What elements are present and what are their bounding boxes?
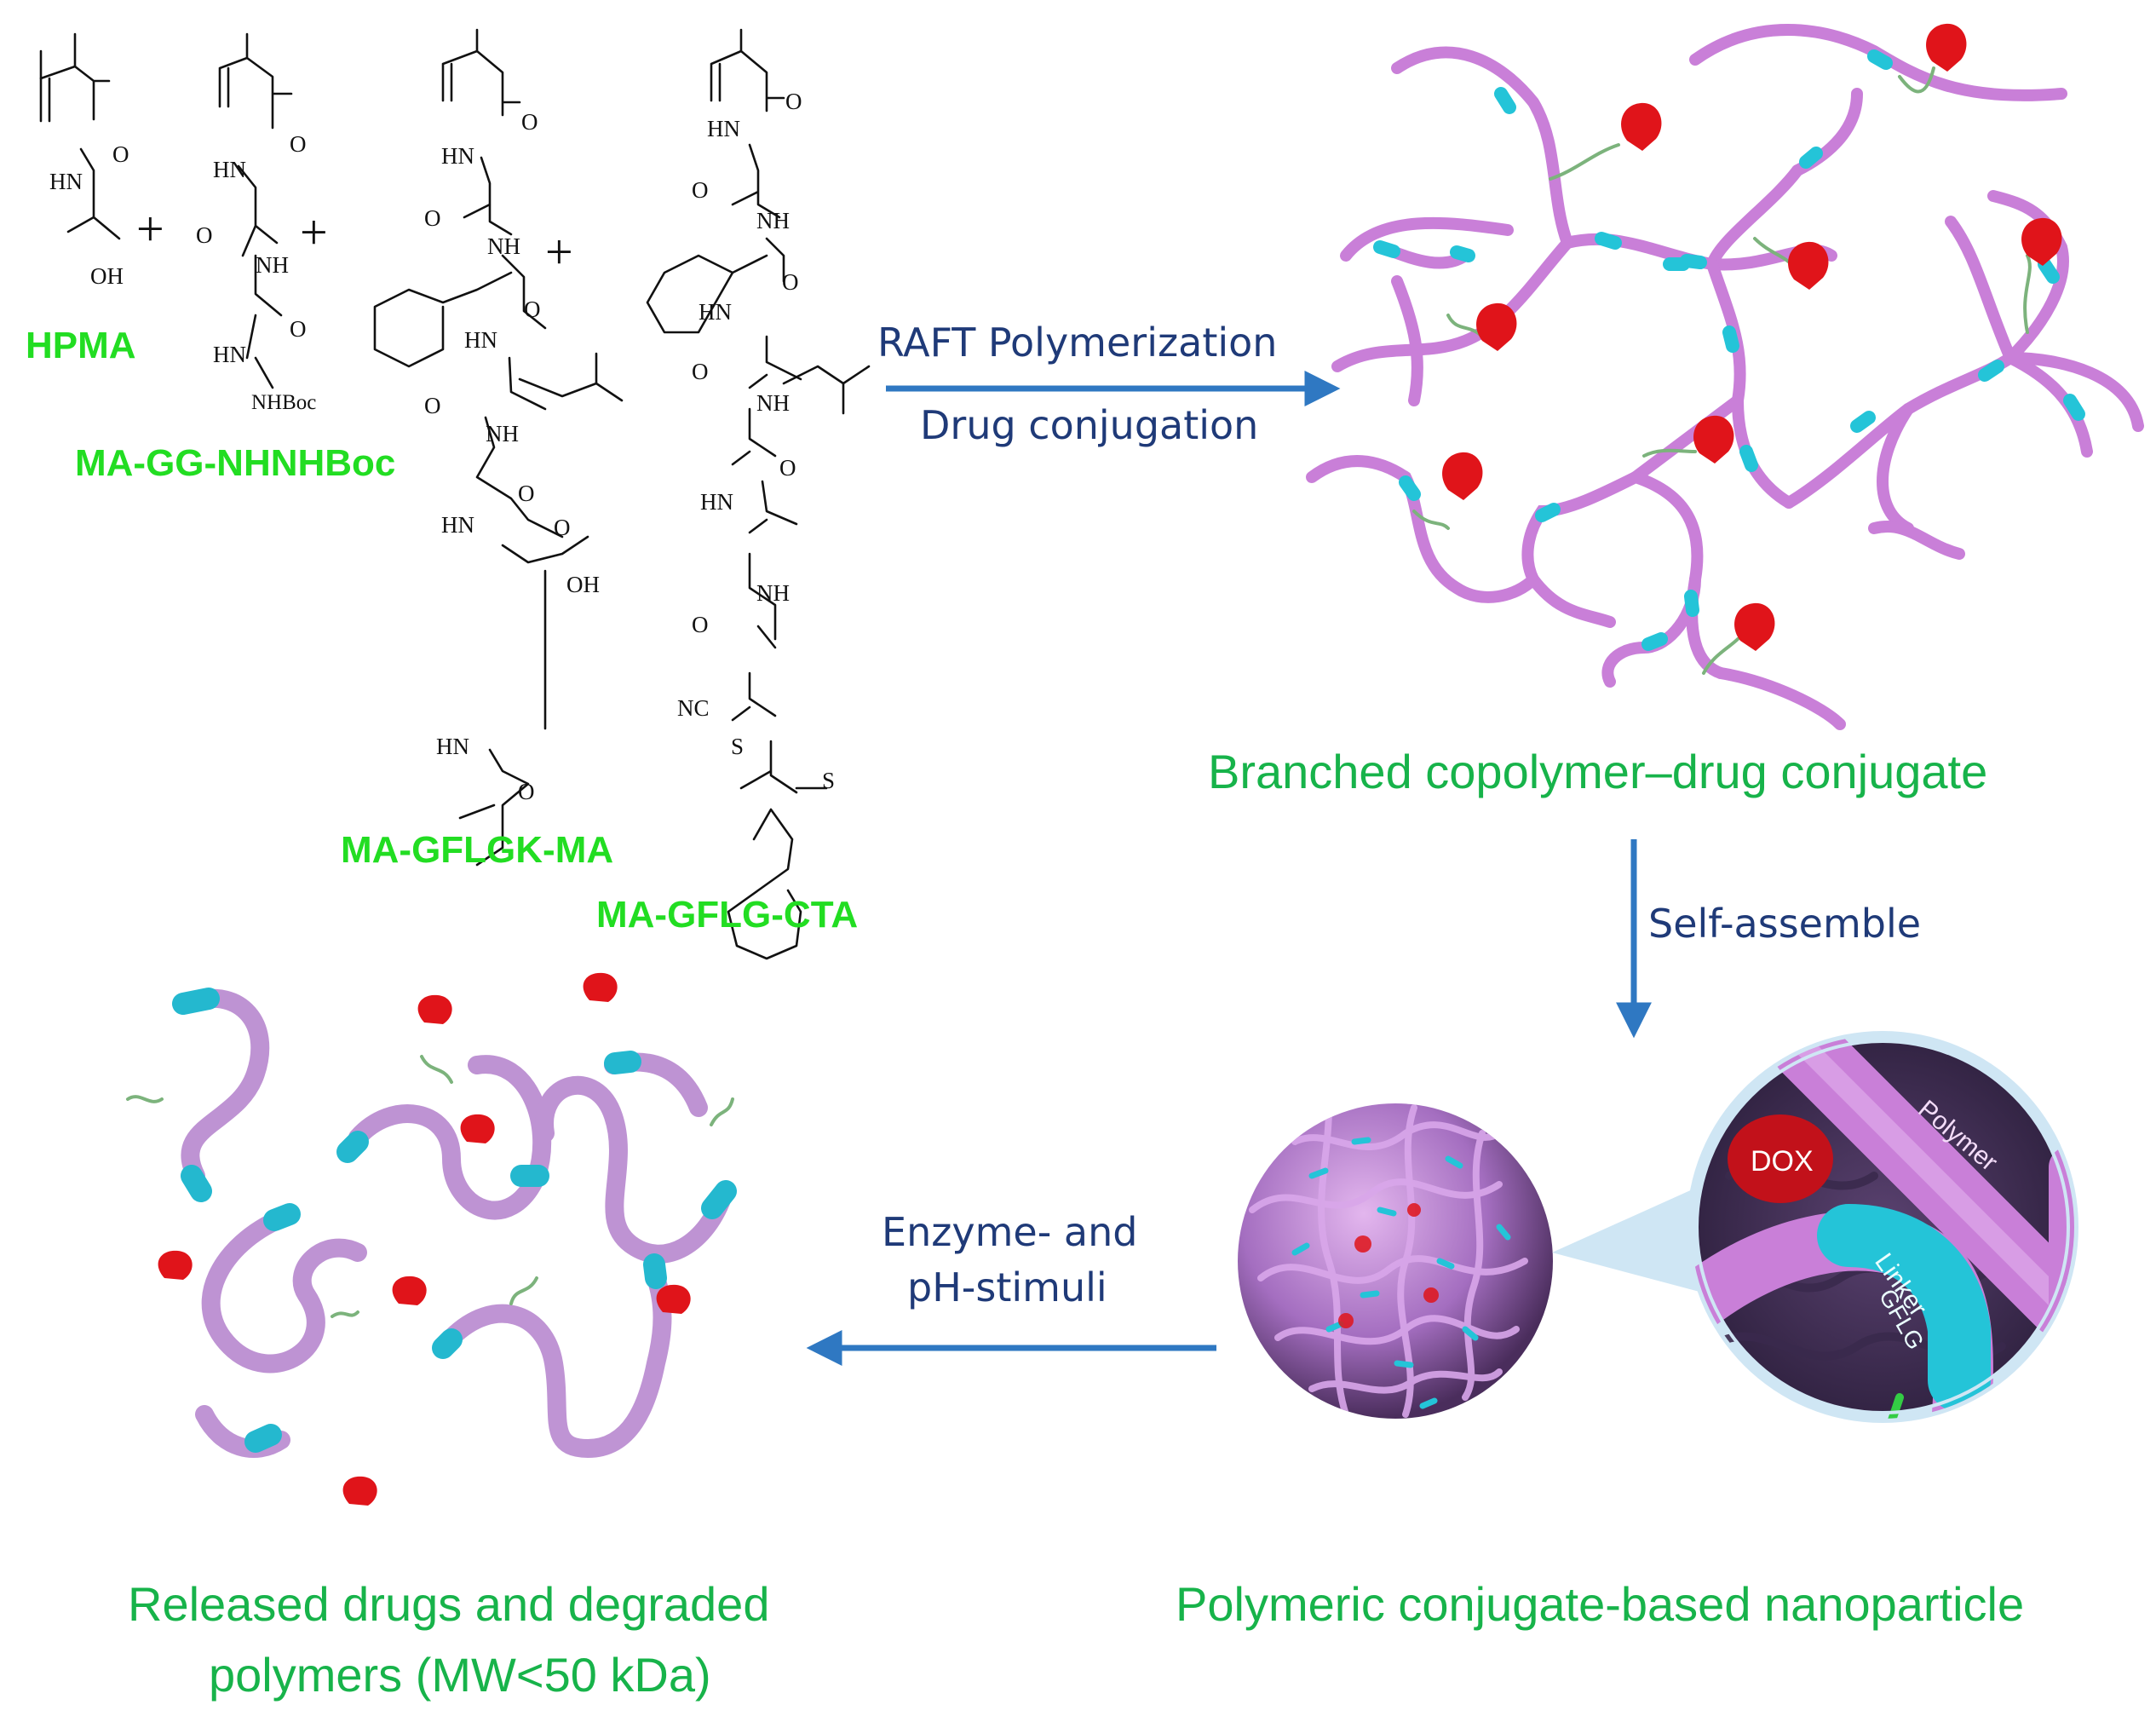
hpma-atom-o: O — [112, 141, 129, 167]
cta-atom-s2: S — [822, 768, 835, 793]
cta-atom-o6: O — [692, 612, 709, 637]
hpma-atom-hn: HN — [49, 169, 83, 194]
magg-atom-o2: O — [196, 222, 213, 248]
plus-sign-3: + — [545, 224, 573, 279]
cta-atom-o1: O — [785, 89, 802, 114]
nanoparticle-label: Polymeric conjugate-based nanoparticle — [1176, 1577, 2024, 1631]
plus-sign-1: + — [136, 201, 164, 256]
ma-gflg-cta-structure: O HN O NH O HN O NH O HN NH O NC S S — [646, 28, 871, 960]
gflgk-atom-nh2: NH — [486, 421, 519, 446]
cta-atom-nc: NC — [677, 695, 710, 721]
gflgk-atom-o6: O — [554, 515, 571, 540]
gflgk-atom-o5: O — [518, 481, 535, 506]
magg-atom-o3: O — [290, 316, 307, 342]
magg-atom-nh: NH — [256, 252, 289, 278]
gflgk-atom-o2: O — [424, 205, 441, 231]
magg-atom-hn2: HN — [213, 342, 246, 367]
branched-copolymer-network — [1306, 23, 2144, 730]
ma-gg-structure: O HN O NH O HN NHBoc — [196, 32, 316, 414]
hpma-label: HPMA — [26, 325, 136, 366]
gflgk-atom-o1: O — [521, 109, 538, 135]
ma-gflg-cta-label: MA-GFLG-CTA — [596, 894, 858, 936]
gflgk-atom-o4: O — [424, 393, 441, 418]
stimuli-label-1: Enzyme- and — [882, 1209, 1137, 1255]
branched-conjugate-label: Branched copolymer–drug conjugate — [1208, 745, 1987, 798]
cta-atom-o5: O — [779, 455, 796, 481]
gflgk-atom-o7: O — [518, 779, 535, 804]
released-fragments — [126, 972, 737, 1506]
cta-atom-o4: O — [692, 359, 709, 384]
raft-label: RAFT Polymerization — [877, 320, 1277, 366]
cta-atom-hn2: HN — [699, 299, 732, 325]
magg-atom-nhboc: NHBoc — [251, 391, 316, 414]
nanoparticle-sphere — [1238, 1103, 1553, 1419]
hpma-structure: O HN OH — [39, 32, 129, 289]
cta-atom-hn1: HN — [707, 116, 740, 141]
released-label-1: Released drugs and degraded — [128, 1577, 769, 1631]
hpma-atom-oh: OH — [90, 263, 124, 289]
released-label-2: polymers (MW<50 kDa) — [209, 1648, 711, 1702]
cta-atom-nh2: NH — [756, 390, 790, 416]
gflgk-atom-hn4: HN — [436, 734, 469, 759]
cta-atom-o2: O — [692, 177, 709, 203]
ma-gg-label: MA-GG-NHNHBoc — [75, 442, 395, 484]
gflgk-atom-o3: O — [524, 297, 541, 322]
gflgk-atom-nh1: NH — [487, 233, 520, 259]
ma-gflgk-structure: O HN O NH O HN O NH O HN O OH HN O — [373, 28, 624, 867]
zoom-callout-pointer — [1552, 1184, 1712, 1295]
cta-atom-nh1: NH — [756, 208, 790, 233]
plus-sign-2: + — [300, 204, 328, 260]
cta-atom-o3: O — [782, 269, 799, 295]
magg-atom-hn1: HN — [213, 157, 246, 182]
magg-atom-o1: O — [290, 131, 307, 157]
gflgk-atom-hn2: HN — [464, 327, 497, 353]
zoom-circle — [1687, 1031, 2078, 1423]
zoom-dox-label: DOX — [1751, 1145, 1814, 1178]
cta-atom-hn3: HN — [700, 489, 733, 515]
stimuli-label-2: pH-stimuli — [907, 1264, 1107, 1310]
self-assemble-label: Self-assemble — [1648, 901, 1921, 947]
cta-atom-nh3: NH — [756, 580, 790, 606]
gflgk-atom-hn1: HN — [441, 143, 474, 169]
ma-gflgk-label: MA-GFLGK-MA — [341, 829, 613, 871]
gflgk-atom-oh: OH — [566, 572, 600, 597]
gflgk-atom-hn3: HN — [441, 512, 474, 538]
cta-atom-s1: S — [731, 734, 744, 759]
drug-conjugation-label: Drug conjugation — [920, 402, 1258, 448]
